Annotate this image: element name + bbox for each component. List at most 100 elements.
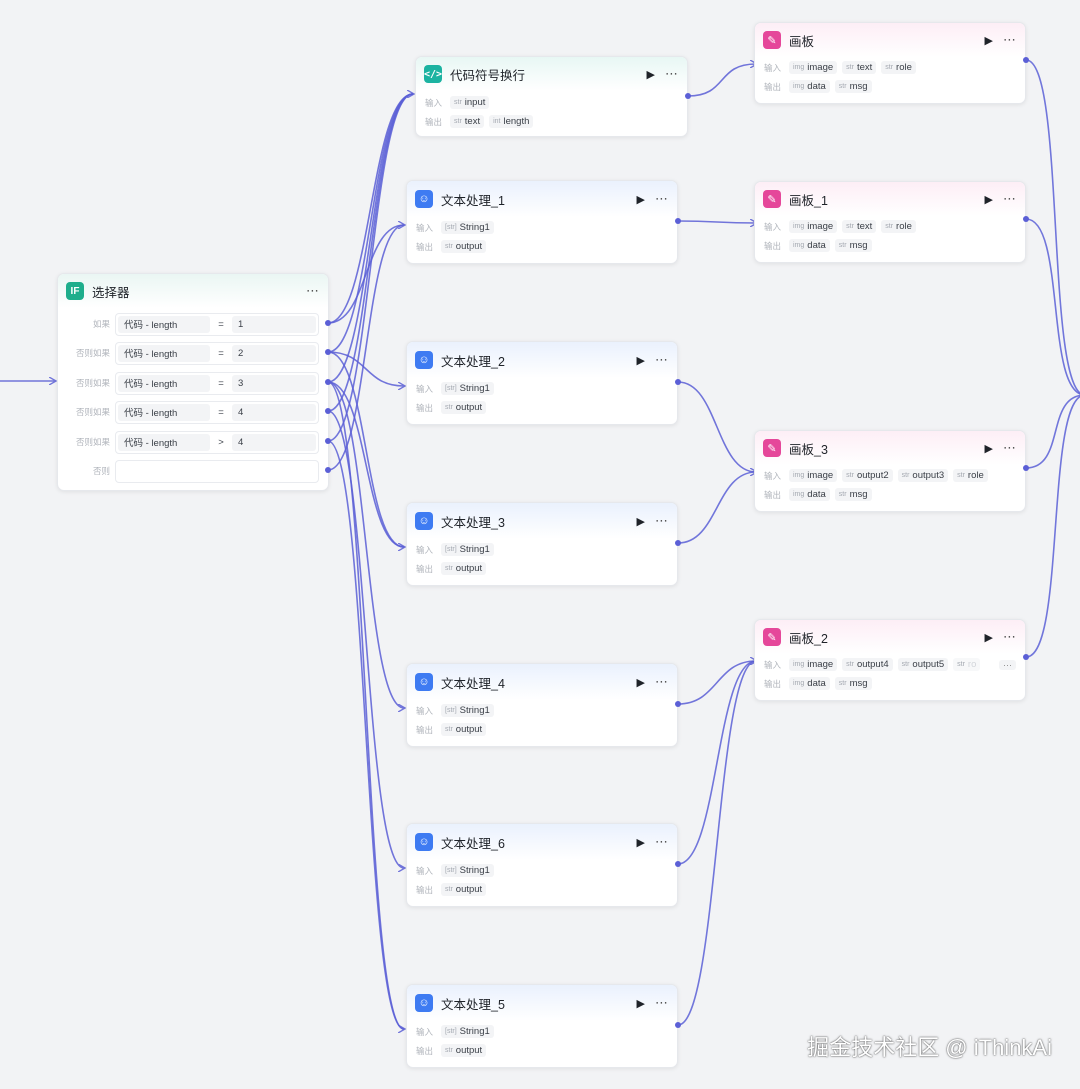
more-icon[interactable]: ⋯ bbox=[1003, 191, 1017, 206]
play-icon[interactable]: ▶ bbox=[636, 676, 645, 689]
play-icon[interactable]: ▶ bbox=[984, 631, 993, 644]
condition-rhs[interactable]: 2 bbox=[232, 344, 316, 362]
condition-lhs[interactable]: 代码 - length bbox=[118, 315, 210, 333]
edge-else-text1[interactable] bbox=[327, 225, 404, 471]
condition-rhs[interactable]: 3 bbox=[232, 374, 316, 392]
more-params-button[interactable]: ··· bbox=[999, 659, 1016, 670]
more-icon[interactable]: ⋯ bbox=[1003, 32, 1017, 47]
edge-if-text3[interactable] bbox=[327, 381, 404, 547]
output-port[interactable] bbox=[685, 93, 691, 99]
condition-row[interactable]: 否则如果代码 - length>4 bbox=[58, 429, 328, 455]
play-icon[interactable]: ▶ bbox=[636, 354, 645, 367]
output-port[interactable] bbox=[325, 438, 331, 444]
play-icon[interactable]: ▶ bbox=[636, 836, 645, 849]
edge-text2-board3[interactable] bbox=[677, 381, 756, 472]
edge-if-text5b[interactable] bbox=[327, 440, 405, 1030]
output-port[interactable] bbox=[675, 540, 681, 546]
edge-board1-out[interactable] bbox=[1025, 218, 1080, 395]
more-icon[interactable]: ⋯ bbox=[655, 995, 669, 1010]
more-icon[interactable]: ⋯ bbox=[1003, 629, 1017, 644]
play-icon[interactable]: ▶ bbox=[984, 442, 993, 455]
output-port[interactable] bbox=[325, 467, 331, 473]
output-port[interactable] bbox=[675, 861, 681, 867]
output-port[interactable] bbox=[675, 379, 681, 385]
play-icon[interactable]: ▶ bbox=[984, 193, 993, 206]
more-icon[interactable]: ⋯ bbox=[1003, 440, 1017, 455]
edge-if-text2[interactable] bbox=[327, 351, 404, 386]
edge-if-5-code[interactable] bbox=[327, 93, 414, 442]
play-icon[interactable]: ▶ bbox=[984, 34, 993, 47]
output-port[interactable] bbox=[325, 349, 331, 355]
else-box[interactable] bbox=[115, 459, 319, 483]
edge-board3-out[interactable] bbox=[1025, 394, 1080, 469]
condition-rhs[interactable]: 1 bbox=[232, 315, 316, 333]
more-icon[interactable]: ⋯ bbox=[665, 66, 679, 81]
output-port[interactable] bbox=[325, 320, 331, 326]
condition-lhs[interactable]: 代码 - length bbox=[118, 344, 210, 362]
more-icon[interactable]: ⋯ bbox=[655, 191, 669, 206]
condition-operator[interactable]: > bbox=[218, 436, 224, 448]
output-port[interactable] bbox=[675, 701, 681, 707]
output-port[interactable] bbox=[675, 218, 681, 224]
more-icon[interactable]: ⋯ bbox=[655, 513, 669, 528]
more-icon[interactable]: ⋯ bbox=[655, 674, 669, 689]
condition-operator[interactable]: = bbox=[218, 347, 224, 359]
else-row[interactable]: 否则 bbox=[58, 458, 328, 484]
condition-row[interactable]: 如果代码 - length=1 bbox=[58, 311, 328, 337]
edge-text4-board2[interactable] bbox=[677, 661, 756, 705]
condition-box[interactable]: 代码 - length = 4 bbox=[115, 400, 319, 424]
output-port[interactable] bbox=[675, 1022, 681, 1028]
edge-if-4-code[interactable] bbox=[327, 93, 414, 412]
edge-board2-out[interactable] bbox=[1025, 395, 1080, 658]
condition-box[interactable]: 代码 - length = 3 bbox=[115, 371, 319, 395]
condition-row[interactable]: 否则如果代码 - length=3 bbox=[58, 370, 328, 396]
more-icon[interactable]: ⋯ bbox=[655, 834, 669, 849]
edge-if-1[interactable] bbox=[327, 94, 413, 324]
play-icon[interactable]: ▶ bbox=[636, 515, 645, 528]
edge-board-out[interactable] bbox=[1025, 59, 1080, 395]
condition-lhs[interactable]: 代码 - length bbox=[118, 374, 210, 392]
output-port[interactable] bbox=[325, 379, 331, 385]
condition-rhs[interactable]: 4 bbox=[232, 403, 316, 421]
play-icon[interactable]: ▶ bbox=[636, 997, 645, 1010]
edge-if-text3b[interactable] bbox=[327, 351, 405, 548]
condition-operator[interactable]: = bbox=[218, 377, 224, 389]
output-port[interactable] bbox=[325, 408, 331, 414]
edge-if-2-code[interactable] bbox=[327, 93, 414, 353]
output-port[interactable] bbox=[1023, 465, 1029, 471]
condition-operator[interactable]: = bbox=[218, 318, 224, 330]
more-icon[interactable]: ⋯ bbox=[655, 352, 669, 367]
output-port[interactable] bbox=[1023, 216, 1029, 222]
output-port[interactable] bbox=[1023, 57, 1029, 63]
condition-box[interactable]: 代码 - length = 1 bbox=[115, 312, 319, 336]
edge-code-board[interactable] bbox=[687, 64, 756, 97]
condition-operator[interactable]: = bbox=[218, 406, 224, 418]
edge-text5-board2[interactable] bbox=[677, 660, 757, 1026]
edge-text6-board2[interactable] bbox=[677, 660, 757, 865]
output-port[interactable] bbox=[1023, 654, 1029, 660]
edge-if-text1[interactable] bbox=[327, 224, 405, 324]
edge-if-3-code[interactable] bbox=[327, 93, 414, 383]
more-icon[interactable]: ⋯ bbox=[306, 283, 320, 298]
edge-text3-board3[interactable] bbox=[677, 471, 757, 544]
edge-if-text4[interactable] bbox=[327, 381, 404, 708]
condition-lhs[interactable]: 代码 - length bbox=[118, 403, 210, 421]
condition-rhs[interactable]: 4 bbox=[232, 433, 316, 451]
edge-if-text5[interactable] bbox=[327, 381, 404, 1029]
condition-box[interactable]: 代码 - length>4 bbox=[115, 430, 319, 454]
play-icon[interactable]: ▶ bbox=[636, 193, 645, 206]
condition-box[interactable]: 代码 - length = 2 bbox=[115, 341, 319, 365]
play-icon[interactable]: ▶ bbox=[646, 68, 655, 81]
